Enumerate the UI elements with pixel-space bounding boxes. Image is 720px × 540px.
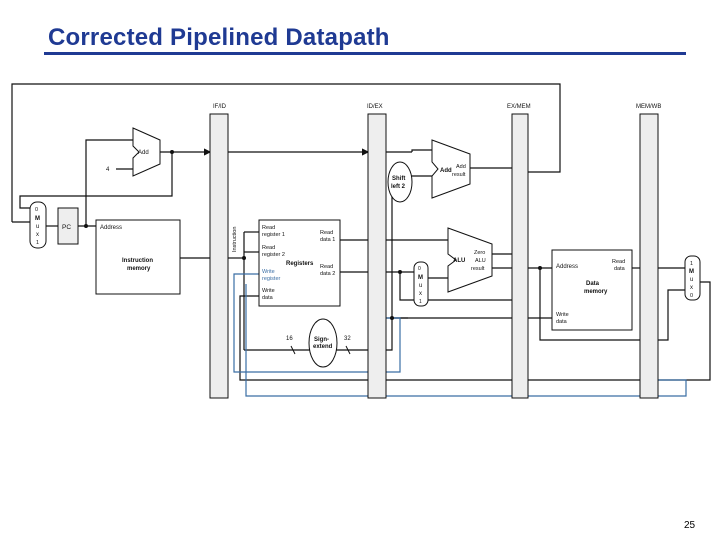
svg-text:M: M: [689, 269, 694, 275]
alu: ALU Zero ALU result: [447, 227, 493, 293]
pipeline-register-id-ex: [367, 113, 387, 399]
svg-text:Read: Read: [320, 230, 333, 236]
shift-left-2-unit: Shift left 2: [387, 161, 413, 203]
constant-four: 4: [106, 167, 110, 173]
svg-text:data: data: [556, 319, 568, 325]
pc-register: PC: [57, 207, 79, 245]
instruction-memory: Address Instruction memory: [95, 219, 181, 295]
svg-text:x: x: [36, 232, 39, 238]
svg-text:x: x: [419, 291, 422, 297]
pipeline-registers: IF/ID ID/EX EX/MEM MEM/WB: [209, 104, 661, 399]
svg-text:Add: Add: [440, 168, 452, 174]
svg-text:Read: Read: [612, 259, 625, 265]
svg-text:memory: memory: [127, 266, 151, 272]
svg-text:u: u: [419, 283, 422, 289]
svg-text:ALU: ALU: [475, 258, 486, 264]
svg-text:Registers: Registers: [286, 261, 314, 267]
svg-text:data: data: [614, 266, 626, 272]
branch-adder: Add Add result: [431, 139, 471, 199]
svg-text:Read: Read: [262, 245, 275, 251]
title-underline: [44, 52, 686, 55]
svg-text:Read: Read: [262, 225, 275, 231]
svg-text:result: result: [471, 266, 485, 272]
pipeline-register-label: MEM/WB: [636, 104, 661, 110]
bit-width-label: 16: [286, 336, 293, 342]
svg-text:extend: extend: [313, 344, 333, 350]
page-title: Corrected Pipelined Datapath: [48, 24, 390, 51]
svg-text:memory: memory: [584, 289, 608, 295]
write-register-path: [233, 273, 687, 397]
svg-text:Data: Data: [586, 281, 600, 287]
svg-text:Add: Add: [456, 164, 466, 170]
svg-text:M: M: [35, 216, 40, 222]
svg-text:Zero: Zero: [474, 250, 485, 256]
bit-width-label: 32: [344, 336, 351, 342]
pipeline-register-label: ID/EX: [367, 104, 383, 110]
svg-text:Address: Address: [556, 264, 578, 270]
svg-text:Shift: Shift: [392, 176, 405, 182]
svg-text:0: 0: [690, 293, 693, 299]
svg-text:register: register: [262, 276, 281, 282]
pipeline-register-mem-wb: [639, 113, 659, 399]
pipeline-register-label: EX/MEM: [507, 104, 531, 110]
svg-text:u: u: [690, 277, 693, 283]
svg-text:register 2: register 2: [262, 252, 285, 258]
wire-junctions: [84, 150, 542, 320]
pipeline-register-if-id: [209, 113, 229, 399]
pipeline-register-label: IF/ID: [213, 104, 227, 110]
svg-text:ALU: ALU: [453, 258, 465, 264]
svg-text:Add: Add: [138, 150, 149, 156]
pipeline-register-ex-mem: [511, 113, 529, 399]
svg-text:data 2: data 2: [320, 271, 335, 277]
svg-text:Read: Read: [320, 264, 333, 270]
svg-text:left 2: left 2: [391, 184, 406, 190]
if-adder: Add 4: [106, 127, 161, 177]
svg-text:0: 0: [418, 266, 421, 272]
svg-text:M: M: [418, 275, 423, 281]
svg-text:Instruction: Instruction: [122, 258, 153, 264]
page-number: 25: [684, 520, 696, 531]
svg-text:data 1: data 1: [320, 237, 335, 243]
svg-text:x: x: [690, 285, 693, 291]
sign-extend-unit: Sign- extend 16 32: [286, 318, 351, 368]
alu-src-mux: 0 M u x 1: [413, 261, 429, 307]
svg-text:1: 1: [419, 299, 422, 305]
svg-text:0: 0: [35, 207, 38, 213]
svg-text:Address: Address: [100, 225, 122, 231]
if-mux: 0 M u x 1: [29, 201, 47, 249]
svg-text:1: 1: [36, 240, 39, 246]
svg-text:PC: PC: [62, 224, 71, 231]
svg-text:1: 1: [690, 261, 693, 267]
svg-text:data: data: [262, 295, 274, 301]
svg-text:Write: Write: [556, 312, 569, 318]
wb-mux: 1 M u x 0: [684, 255, 701, 301]
register-file: Read register 1 Read register 2 Register…: [258, 219, 341, 307]
svg-text:Write: Write: [262, 288, 275, 294]
instruction-label: Instruction: [232, 227, 238, 252]
svg-text:Write: Write: [262, 269, 275, 275]
svg-text:result: result: [452, 172, 466, 178]
svg-text:register 1: register 1: [262, 232, 285, 238]
svg-text:Sign-: Sign-: [314, 337, 329, 343]
svg-text:u: u: [36, 224, 39, 230]
data-memory: Address Read data Data memory Write data: [551, 249, 633, 331]
